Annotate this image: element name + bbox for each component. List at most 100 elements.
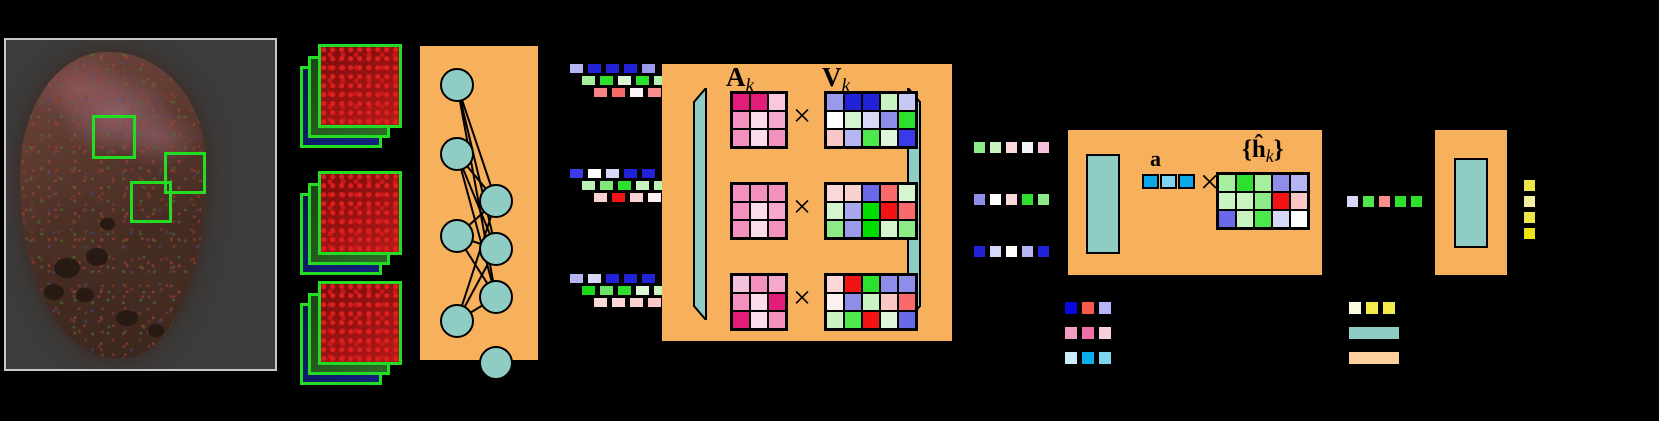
label-attention-a: a [1150,146,1161,171]
value-matrix-V-1[interactable] [824,91,918,149]
matrix-cell [880,129,898,147]
matrix-cell [898,93,916,111]
color-cell [988,244,1003,259]
matrix-cell [768,129,786,147]
network-node[interactable] [440,137,474,171]
matrix-cell [844,111,862,129]
color-cell [972,244,987,259]
slide-embedding-row[interactable] [1345,194,1425,209]
color-cell [610,191,627,204]
matrix-row [732,311,786,329]
matrix-cell [844,293,862,311]
network-node[interactable] [479,346,513,380]
matrix-cell [826,275,844,293]
matrix-row [826,275,916,293]
color-cell [1063,325,1079,341]
color-cell [1178,174,1195,189]
matrix-cell [768,311,786,329]
color-cell [592,296,609,309]
output-vector [1522,178,1537,242]
matrix-row [732,93,786,111]
label-h-hat-set: {ĥk} [1242,136,1284,167]
matrix-cell [1290,210,1308,228]
attention-pooling-block[interactable]: a × {ĥk} [1068,130,1322,275]
network-node[interactable] [440,304,474,338]
color-cell [1004,140,1019,155]
whole-slide-image[interactable] [4,38,277,371]
color-cell [568,62,585,75]
attention-matrix-A-3[interactable] [730,273,788,331]
color-cell [580,284,597,297]
network-node[interactable] [479,184,513,218]
color-cell [580,179,597,192]
network-node[interactable] [440,68,474,102]
matrix-cell [1272,174,1290,192]
feature-encoder-network[interactable] [420,46,538,360]
value-matrix-V-3[interactable] [824,273,918,331]
color-cell [580,74,597,87]
color-cell [1409,194,1424,209]
multiply-operator: × [793,279,812,315]
aggregated-embedding-row-1 [972,140,1052,155]
patch-red-channel-2[interactable] [318,171,402,255]
color-cell [592,191,609,204]
attention-weight-vector[interactable] [1142,174,1196,189]
matrix-cell [732,202,750,220]
roi-box-2[interactable] [164,152,206,194]
output-cell [1522,226,1537,241]
patch-red-channel-1[interactable] [318,44,402,128]
network-node[interactable] [479,232,513,266]
attention-matrix-A-2[interactable] [730,182,788,240]
matrix-cell [862,275,880,293]
color-cell [646,86,663,99]
color-cell [610,296,627,309]
prediction-head[interactable] [1435,130,1507,275]
h-hat-matrix[interactable] [1216,172,1310,230]
matrix-cell [1218,174,1236,192]
color-cell [1080,350,1096,366]
network-node[interactable] [440,219,474,253]
matrix-row [1218,210,1308,228]
patch-red-channel-3[interactable] [318,281,402,365]
matrix-cell [750,275,768,293]
matrix-row [732,184,786,202]
color-cell [568,167,585,180]
matrix-cell [844,202,862,220]
aggregated-embedding-row-2 [972,192,1052,207]
attention-block[interactable]: Ak Vk ××× [662,62,952,341]
color-cell [628,296,645,309]
matrix-cell [844,184,862,202]
matrix-row [732,293,786,311]
roi-box-1[interactable] [92,115,136,159]
aggregated-embeddings [972,140,1052,270]
value-matrix-V-2[interactable] [824,182,918,240]
color-cell [1361,194,1376,209]
color-cell [1080,325,1096,341]
multiply-operator: × [793,97,812,133]
attention-matrix-A-1[interactable] [730,91,788,149]
matrix-cell [1218,192,1236,210]
matrix-cell [750,111,768,129]
matrix-cell [898,220,916,238]
matrix-row [826,129,916,147]
matrix-cell [768,202,786,220]
matrix-cell [844,311,862,329]
matrix-cell [1272,210,1290,228]
legend-bar-peach [1347,350,1401,366]
color-cell [1004,192,1019,207]
matrix-cell [1254,174,1272,192]
network-node[interactable] [479,280,513,314]
color-cell [1020,244,1035,259]
matrix-cell [844,220,862,238]
color-cell [1080,300,1096,316]
tissue-hole [100,218,115,230]
matrix-row [732,220,786,238]
embedding-row-green [580,284,670,297]
matrix-cell [826,111,844,129]
matrix-cell [732,293,750,311]
color-cell [1020,192,1035,207]
roi-box-3[interactable] [130,181,172,223]
matrix-cell [898,275,916,293]
matrix-cell [880,220,898,238]
matrix-cell [1236,192,1254,210]
